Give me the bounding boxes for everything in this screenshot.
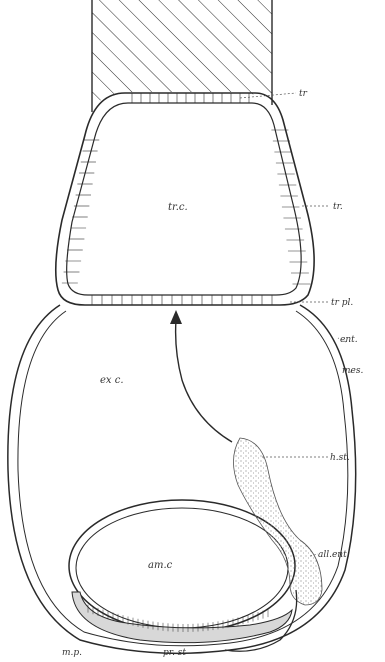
label-tr-side: tr.: [333, 202, 343, 212]
label-allantois: all.ent.: [318, 550, 350, 560]
label-body-stalk: h.st.: [330, 453, 350, 463]
label-amnion-cavity: am.c: [148, 560, 173, 571]
label-entoderm: ent.: [340, 335, 358, 345]
maternal-tissue-hatched: [92, 0, 272, 112]
trophoblast-wall: [56, 93, 314, 305]
label-tr-top: tr: [299, 89, 308, 99]
label-mesoderm: mes.: [342, 366, 363, 376]
growth-arrow: [170, 310, 232, 442]
label-exocoelom: ex c.: [100, 375, 124, 386]
label-tr-plate: tr pl.: [331, 298, 353, 308]
embryonic-disc: [72, 592, 292, 643]
label-tr-cavity: tr.c.: [168, 202, 188, 213]
label-primitive-streak: pr. st: [163, 648, 186, 658]
label-medullary-plate: m.p.: [62, 648, 82, 658]
